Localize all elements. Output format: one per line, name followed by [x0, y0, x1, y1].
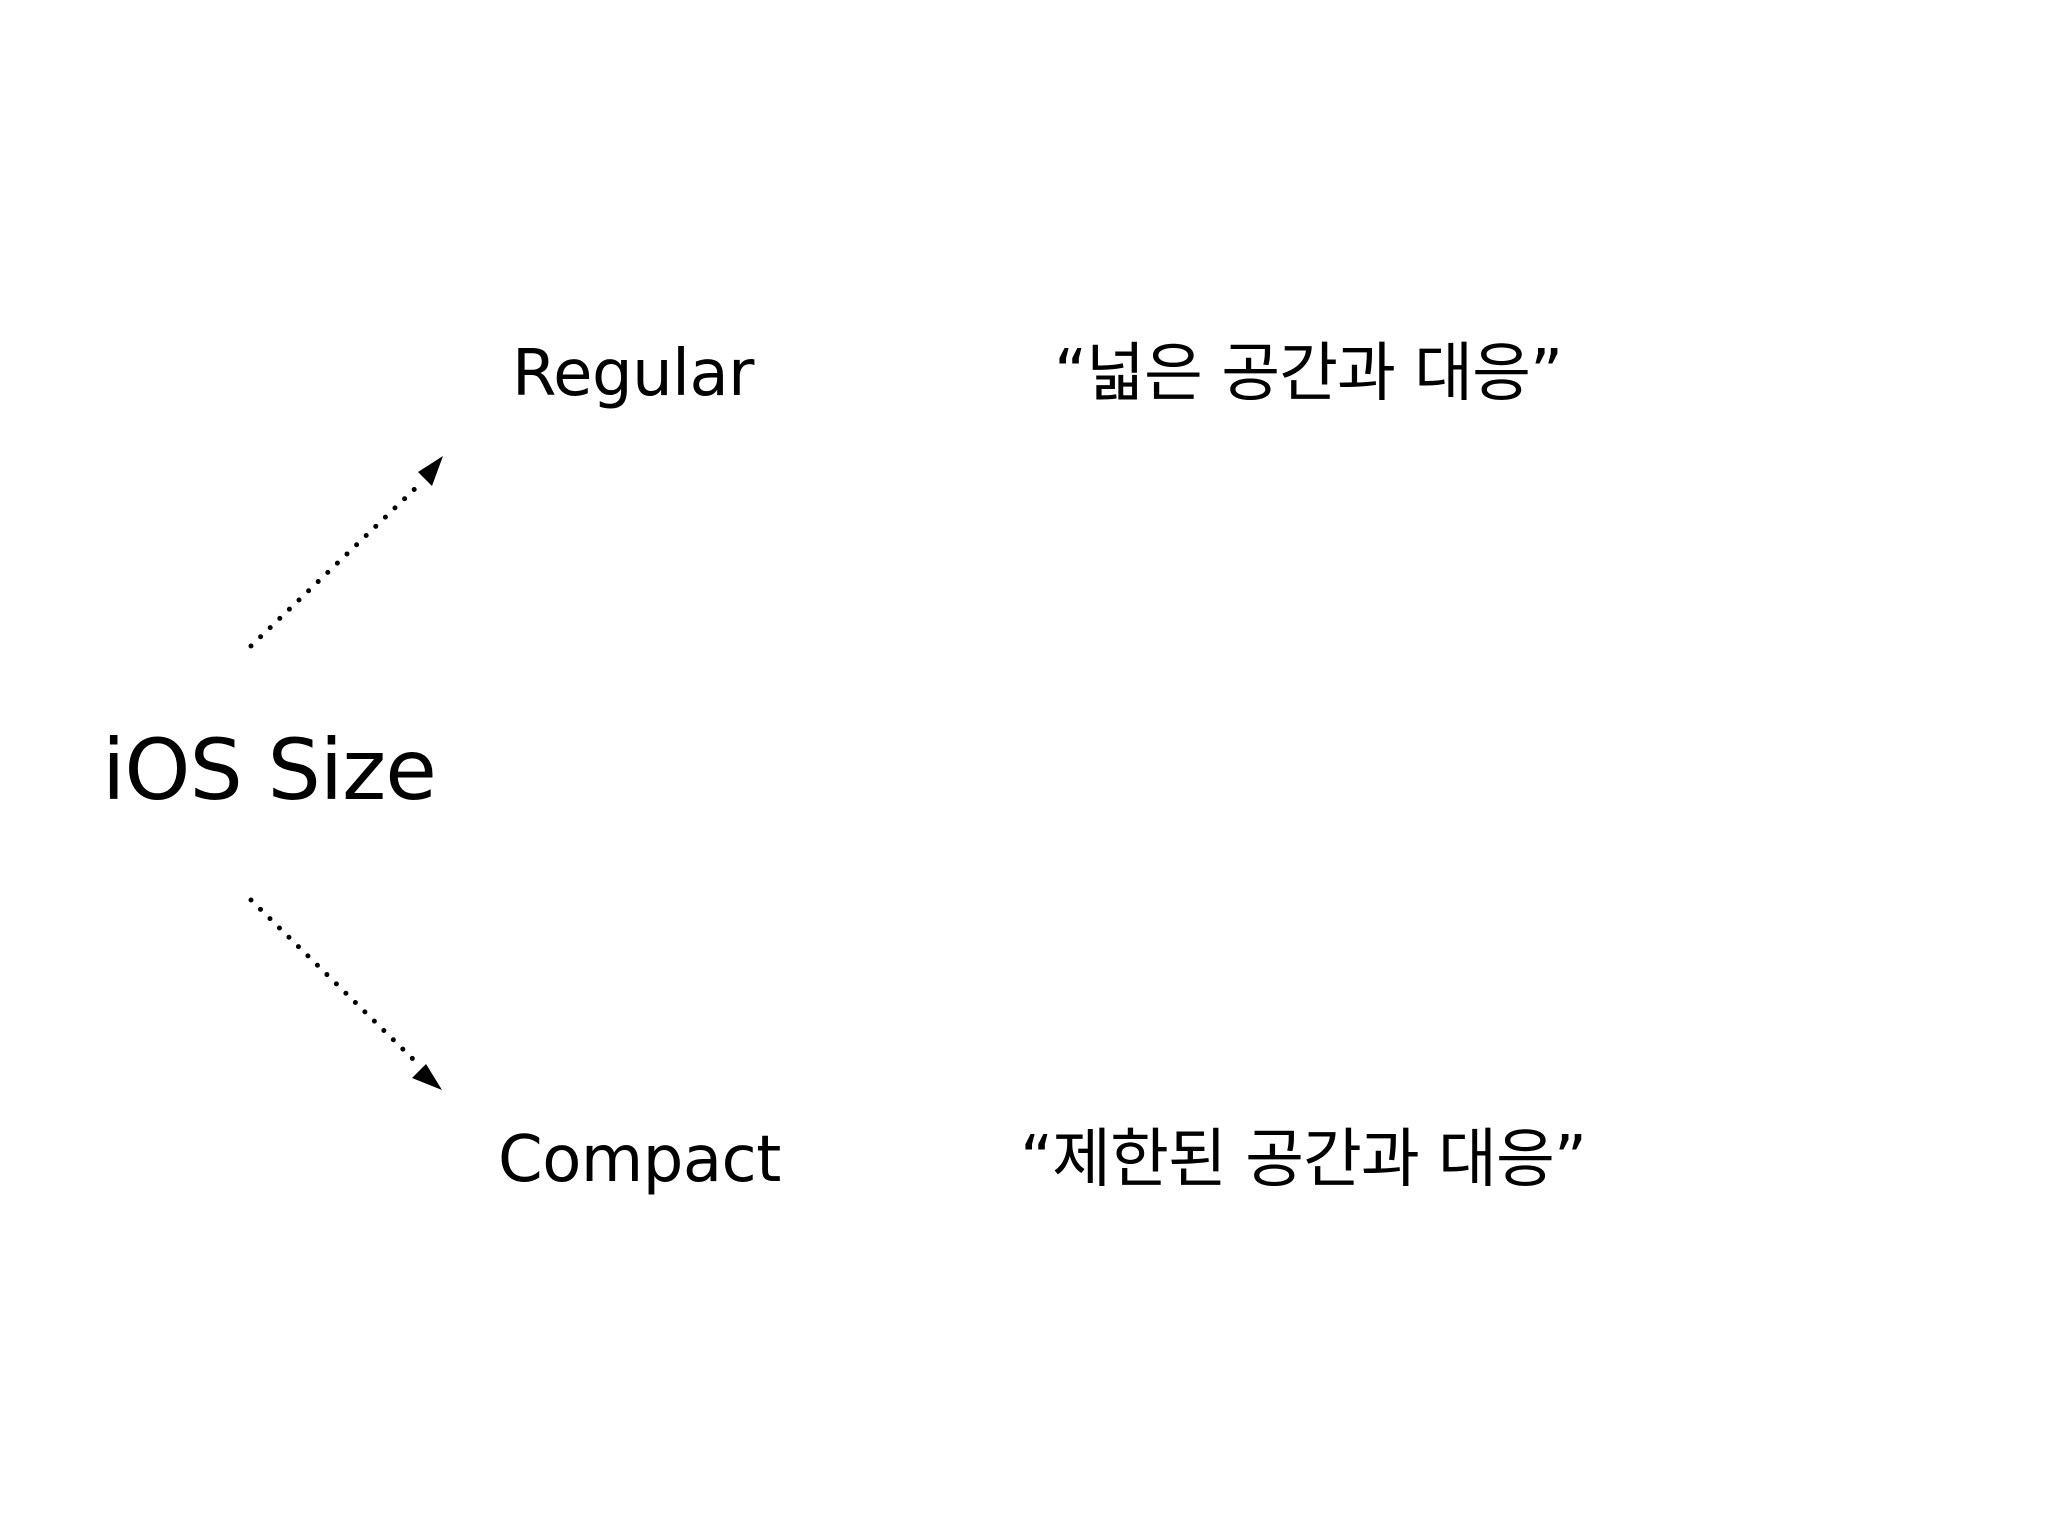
connector-to-regular	[248, 456, 443, 649]
connector-to-compact	[248, 897, 442, 1090]
dotted-connector-line-compact	[248, 897, 422, 1068]
branch-description-compact: “제한된 공간과 대응”	[1020, 1123, 1587, 1197]
arrowhead-icon	[412, 1064, 442, 1090]
dotted-connector-line-regular	[248, 479, 425, 649]
branch-label-regular: Regular	[512, 337, 754, 411]
branch-description-regular: “넓은 공간과 대응”	[1054, 337, 1563, 411]
arrowhead-icon	[418, 456, 443, 486]
branch-label-compact: Compact	[498, 1123, 781, 1197]
root-node-label: iOS Size	[102, 721, 437, 819]
